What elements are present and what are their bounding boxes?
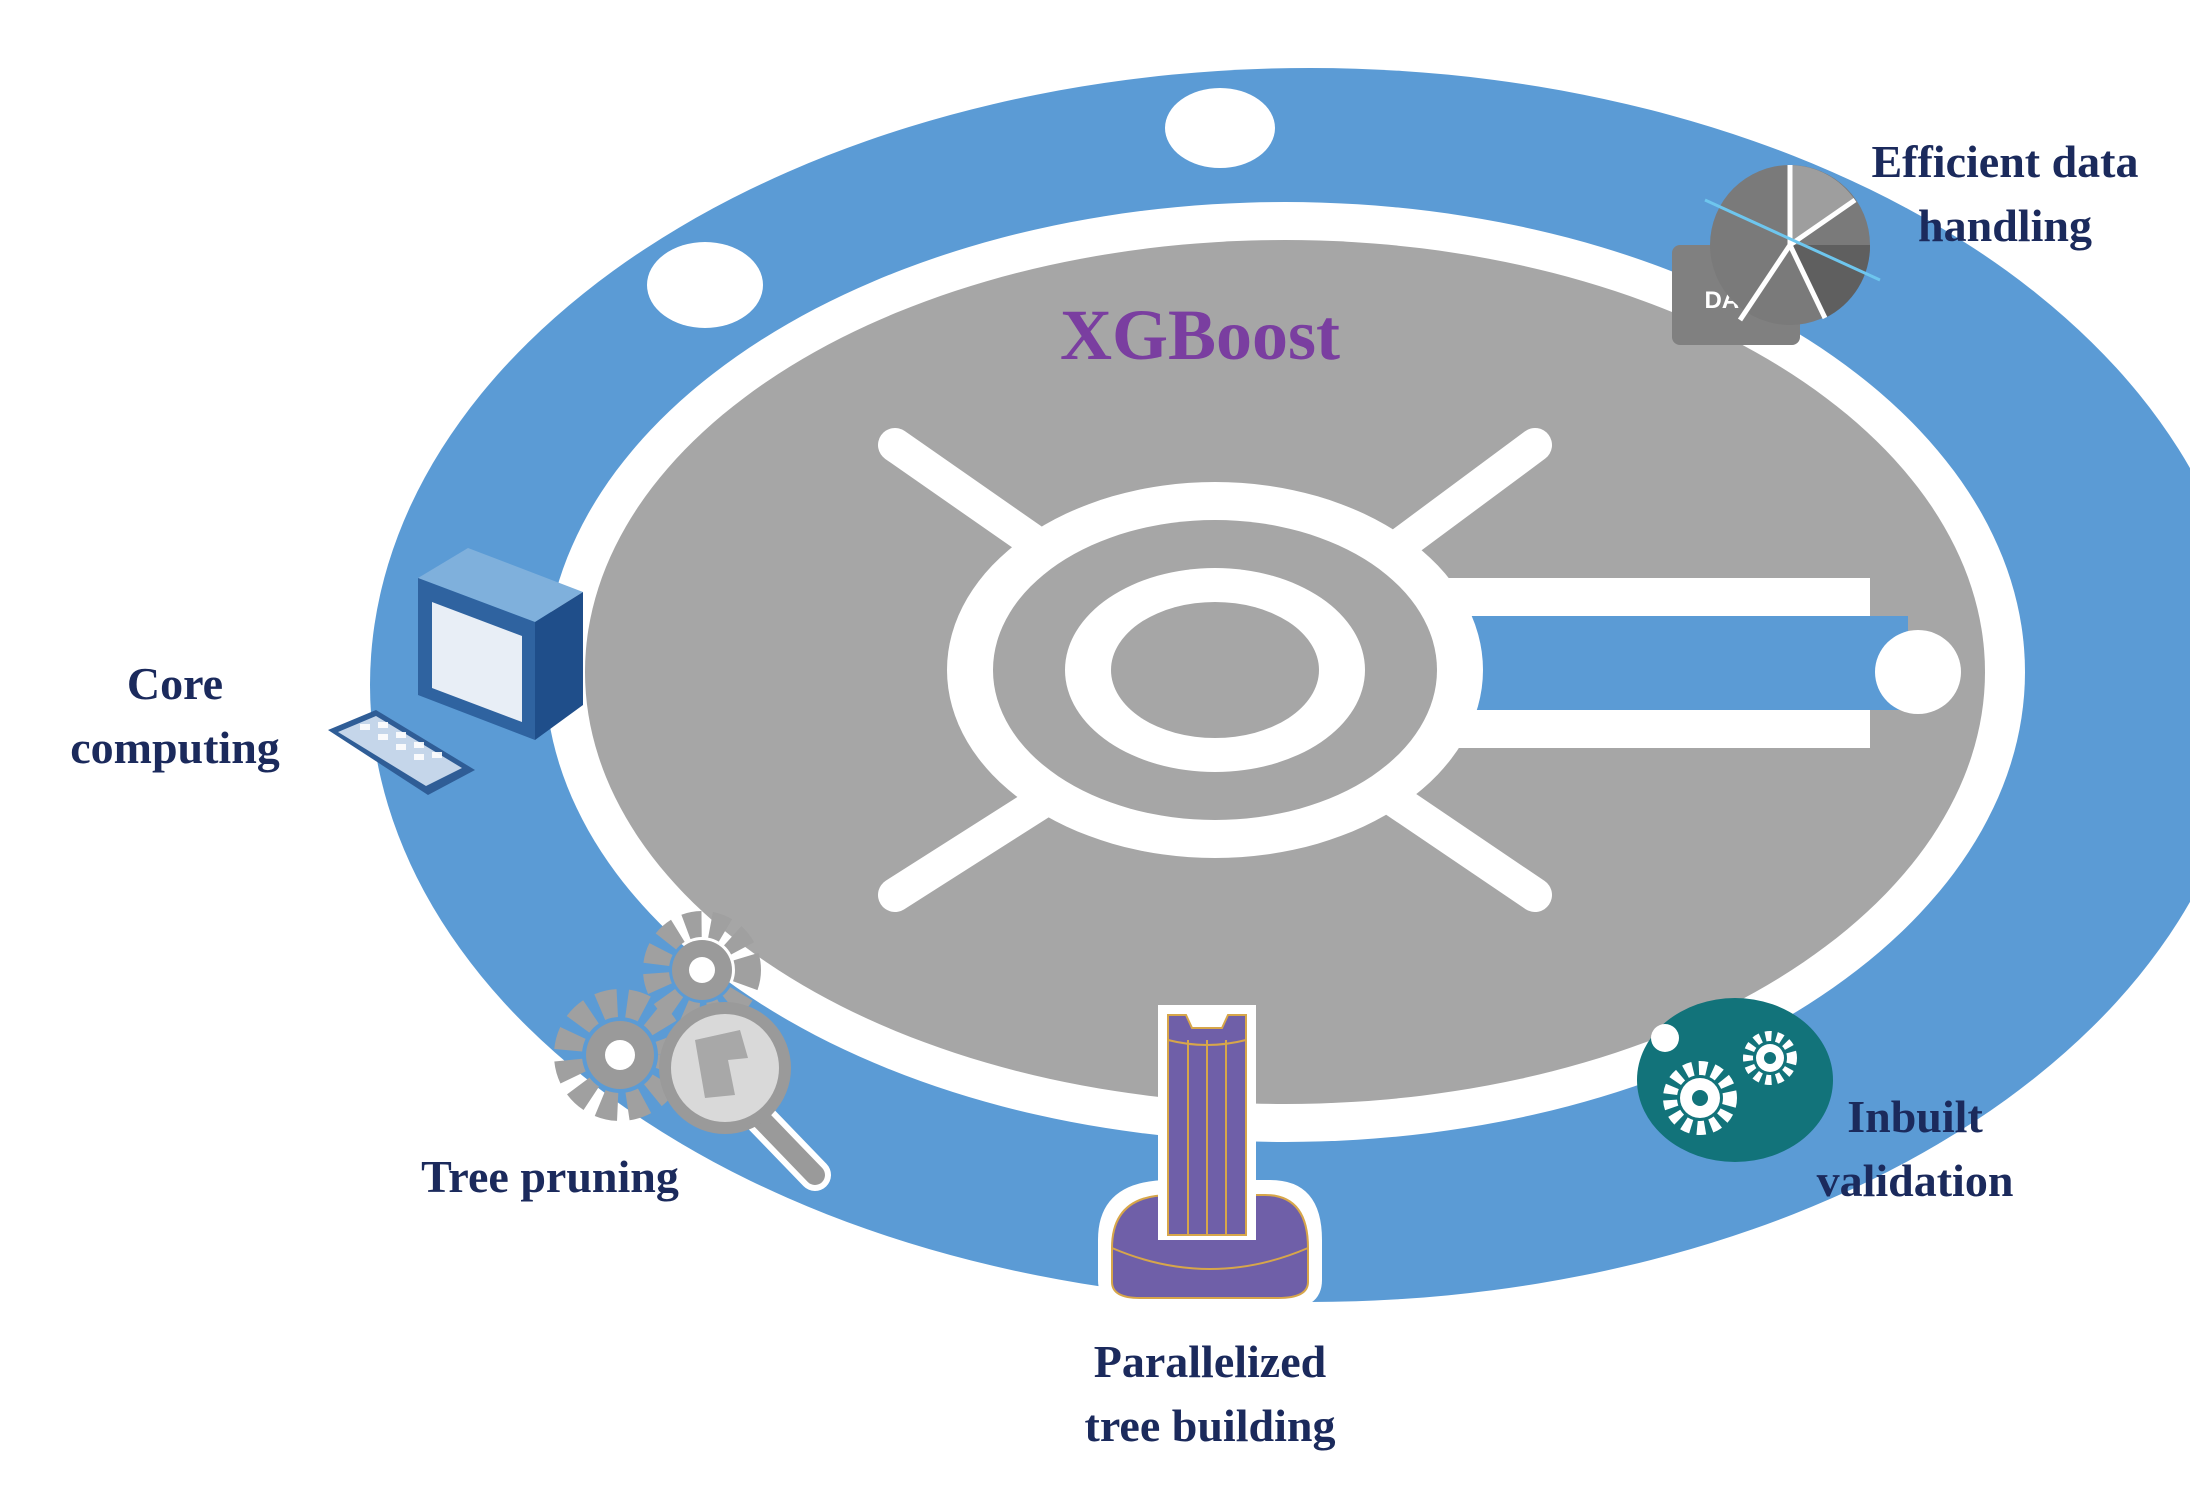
label-core-computing: Core computing bbox=[30, 652, 320, 780]
label-parallelized-line-2: tree building bbox=[1084, 1400, 1336, 1451]
diagram-title: XGBoost bbox=[1059, 295, 1341, 375]
label-tree-pruning-line-1: Tree pruning bbox=[421, 1151, 679, 1202]
label-parallelized-line-1: Parallelized bbox=[1093, 1336, 1327, 1387]
computer-icon bbox=[328, 548, 583, 795]
gear-magnifier-icon bbox=[554, 911, 831, 1191]
label-efficient-line-1: Efficient data bbox=[1871, 136, 2139, 187]
center-hub bbox=[1111, 602, 1319, 738]
data-pie-icon: DATA bbox=[1672, 165, 1881, 345]
label-inbuilt-line-2: validation bbox=[1816, 1155, 2014, 1206]
label-core-line-2: computing bbox=[70, 722, 280, 773]
spoke-bottom-right bbox=[1363, 773, 1552, 912]
ring-dot-top bbox=[1165, 88, 1275, 168]
label-inbuilt-validation: Inbuilt validation bbox=[1765, 1085, 2065, 1213]
label-parallelized-tree-building: Parallelized tree building bbox=[1010, 1330, 1410, 1458]
ring-dot-right bbox=[1875, 630, 1961, 714]
label-tree-pruning: Tree pruning bbox=[370, 1145, 730, 1209]
gears-circle-icon bbox=[1637, 998, 1833, 1162]
label-core-line-1: Core bbox=[126, 658, 224, 709]
opening-bar bbox=[1468, 616, 1908, 710]
label-efficient-line-2: handling bbox=[1918, 200, 2092, 251]
ring-dot-top-left bbox=[647, 242, 763, 328]
parallel-pillar-icon bbox=[1098, 1005, 1322, 1310]
label-efficient-data-handling: Efficient data handling bbox=[1820, 130, 2190, 258]
label-inbuilt-line-1: Inbuilt bbox=[1847, 1091, 1983, 1142]
